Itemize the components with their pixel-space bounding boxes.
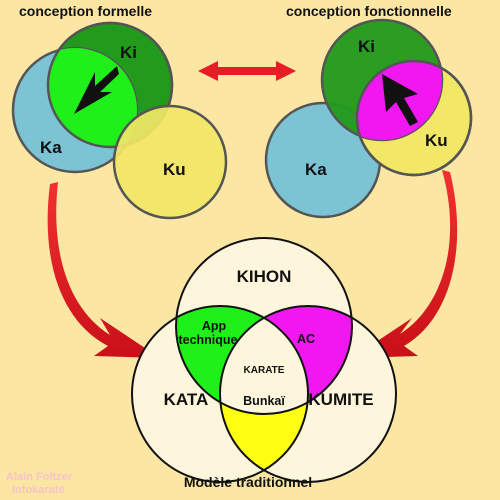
title-conception-formelle: conception formelle [19, 3, 152, 19]
venn-center-overlap [220, 306, 308, 414]
left-ki-label: Ki [120, 43, 137, 62]
cursor-arrow-icon [382, 74, 418, 126]
left-ku-label: Ku [163, 160, 186, 179]
right-diagram: Ki Ka Ku [264, 18, 473, 219]
venn-karate-label: KARATE [244, 365, 285, 376]
right-ki-label: Ki [358, 37, 375, 56]
title-modele-traditionnel: Modèle traditionnel [184, 474, 312, 490]
left-ki-outline [46, 21, 174, 149]
cursor-arrow-icon [74, 66, 119, 114]
credit-site: Infokaraté [12, 484, 65, 496]
left-ka-label: Ka [40, 138, 62, 157]
left-diagram: Ki Ka Ku [11, 21, 228, 220]
curved-arrow-icon [47, 182, 160, 358]
venn-bunkai-label: Bunkaï [243, 394, 285, 408]
venn-technique-label: technique [178, 333, 237, 347]
venn-kumite-outline [219, 305, 397, 483]
venn-app-label: App [202, 319, 227, 333]
right-ka-label: Ka [305, 160, 327, 179]
title-conception-fonctionnelle: conception fonctionnelle [286, 3, 452, 19]
venn-kata-label: KATA [164, 390, 209, 409]
venn-kihon-outline [175, 237, 353, 415]
curved-arrow-icon [352, 170, 458, 358]
right-ku-outline [355, 59, 473, 177]
venn-kumite-label: KUMITE [308, 390, 373, 409]
venn-kata-outline [131, 305, 309, 483]
double-arrow-icon [198, 61, 296, 81]
credit-author: Alain Foltzer [6, 471, 73, 483]
venn-diagram: KIHON KATA KUMITE App technique AC KARAT… [131, 237, 397, 483]
venn-ac-label: AC [297, 332, 315, 346]
venn-kihon-label: KIHON [237, 267, 292, 286]
right-ku-label: Ku [425, 131, 448, 150]
left-ku-circle [112, 104, 228, 220]
right-ki-ku-overlap [357, 61, 442, 140]
